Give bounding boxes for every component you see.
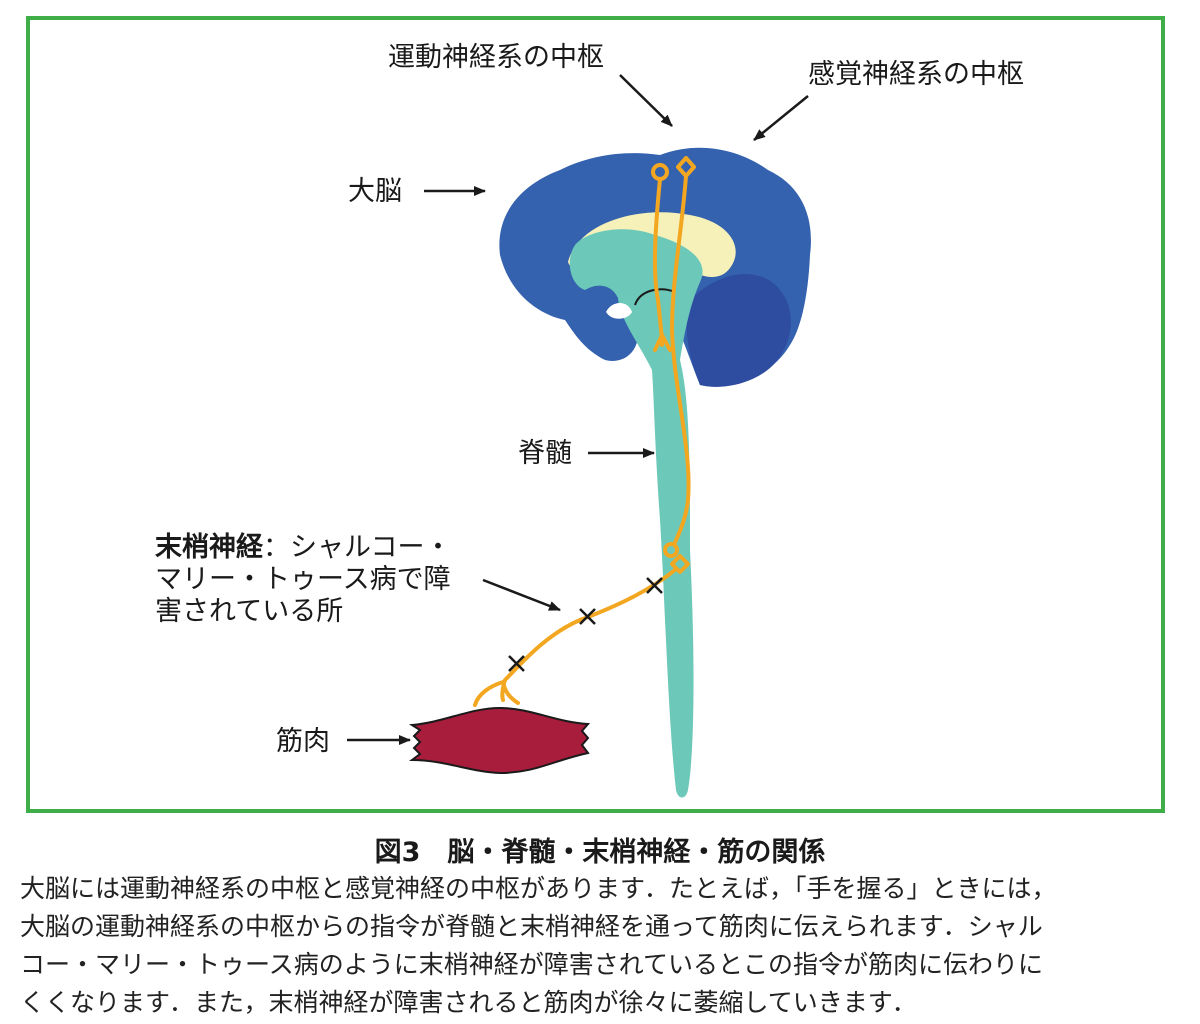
figure-title: 図3 脳・脊髄・末梢神経・筋の関係 — [374, 837, 826, 868]
label-sensory-center: 感覚神経系の中枢 — [808, 59, 1024, 90]
label-spinal-cord: 脊髄 — [518, 438, 572, 469]
diagram-frame — [26, 16, 1165, 813]
label-peripheral-line1: 末梢神経：シャルコー・ — [155, 531, 451, 563]
damage-marks — [508, 577, 663, 672]
label-peripheral-line2: マリー・トゥース病で障 — [155, 564, 451, 595]
spinal-cord-shape — [569, 229, 703, 798]
damage-x-mark — [646, 577, 663, 594]
nervous-system-diagram: 運動神経系の中枢 感覚神経系の中枢 大脳 脊髄 末梢神経：シャルコー・ マリー・… — [155, 42, 1024, 798]
label-peripheral-line3: 害されている所 — [155, 596, 343, 627]
label-motor-center: 運動神経系の中枢 — [388, 42, 604, 73]
motor-neuron — [651, 163, 672, 352]
arrow-motor-center — [619, 74, 673, 127]
label-muscle: 筋肉 — [276, 726, 330, 757]
damage-x-mark — [579, 608, 596, 625]
caption-line: コー・マリー・トゥース病のように末梢神経が障害されているとこの指令が筋肉に伝わり… — [20, 950, 1044, 979]
label-cerebrum: 大脳 — [348, 176, 402, 207]
figure-caption: 大脳には運動神経系の中枢と感覚神経の中枢があります．たとえば，「手を握る」ときに… — [20, 870, 1185, 1022]
cerebellum-shape — [686, 273, 791, 387]
damage-x-mark — [508, 655, 525, 672]
caption-line: 大脳には運動神経系の中枢と感覚神経の中枢があります．たとえば，「手を握る」ときに… — [20, 874, 1057, 903]
arrow-sensory-center — [753, 95, 809, 141]
sensory-neuron — [670, 156, 696, 547]
caption-line: くくなります．また，末梢神経が障害されると筋肉が徐々に萎縮していきます． — [20, 988, 917, 1017]
peripheral-nerve — [473, 542, 690, 707]
muscle-shape — [408, 706, 591, 775]
arrow-peripheral-nerve — [482, 578, 561, 612]
caption-line: 大脳の運動神経系の中枢からの指令が脊髄と末梢神経を通って筋肉に伝えられます．シャ… — [20, 912, 1043, 941]
